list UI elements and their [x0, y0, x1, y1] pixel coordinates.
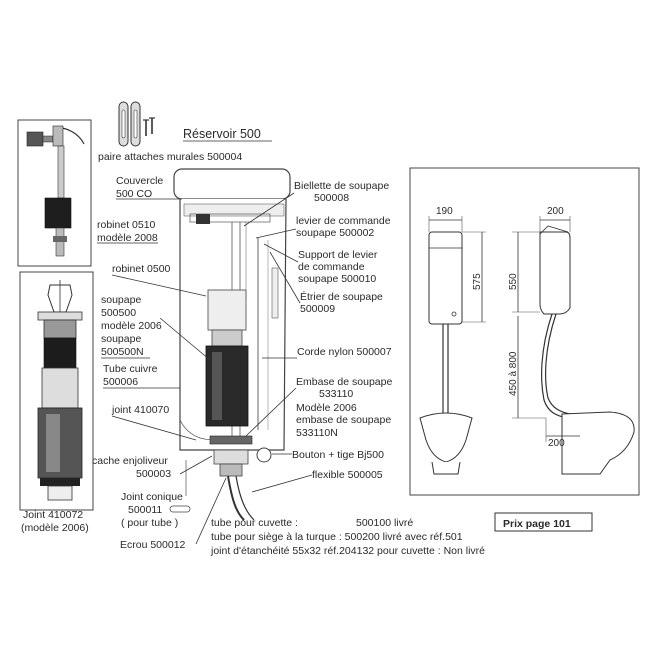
embase-label-5: 533110N	[296, 427, 338, 439]
biellette-label-2: 500008	[314, 192, 349, 204]
installation-box	[409, 167, 640, 496]
note-1-left: tube pour cuvette :	[211, 517, 298, 529]
cache-label-1: cache enjoliveur	[92, 455, 168, 467]
robinet-0510-label-2: modèle 2008	[97, 232, 158, 244]
embase-label-2: 533110	[319, 388, 353, 400]
cache-label-2: 500003	[136, 468, 171, 480]
joint-410070-label: joint 410070	[111, 404, 169, 416]
note-1-right: 500100 livré	[356, 517, 413, 529]
side-width-dim: 200	[547, 206, 564, 217]
soupape-box	[19, 271, 94, 511]
cistern-cutaway	[173, 168, 291, 521]
robinet-0510-label-1: robinet 0510	[97, 219, 156, 231]
support-label-2: de commande	[298, 261, 365, 273]
note-2: tube pour siège à la turque : 500200 liv…	[211, 531, 463, 543]
cover-label-2: 500 CO	[116, 188, 152, 200]
pipe-height-dim: 450 à 800	[508, 351, 519, 396]
wall-brackets-label: paire attaches murales 500004	[98, 151, 242, 163]
tube-cuivre-label-1: Tube cuivre	[103, 363, 158, 375]
embase-label-4: embase de soupape	[296, 414, 391, 426]
joint-410072-label-1: Joint 410072	[23, 509, 83, 521]
price-box-label: Prix page 101	[503, 518, 571, 530]
soupape-label-4: soupape	[101, 333, 141, 345]
support-label-1: Support de levier	[298, 249, 378, 261]
soupape-label-2: 500500	[101, 307, 136, 319]
side-view-illustration	[539, 225, 635, 475]
joint-410072-label-2: (modèle 2006)	[21, 522, 89, 534]
soupape-label-3: modèle 2006	[101, 320, 162, 332]
support-label-3: soupape 500010	[298, 273, 376, 285]
joint-conique-label-2: 500011	[128, 504, 162, 516]
page-title: Réservoir 500	[183, 127, 261, 141]
bowl-offset-dim: 200	[548, 438, 565, 449]
wall-brackets-illustration	[118, 101, 155, 147]
joint-conique-label-1: Joint conique	[121, 491, 183, 503]
front-view-illustration	[419, 231, 473, 475]
front-width-dim: 190	[436, 206, 453, 217]
ecrou-label: Ecrou 500012	[120, 539, 186, 551]
note-3: joint d'étanchéité 55x32 réf.204132 pour…	[210, 545, 485, 557]
robinet-0510-illustration	[26, 125, 85, 257]
joint-conique-icon	[169, 505, 191, 513]
flexible-label: flexible 500005	[312, 469, 383, 481]
biellette-label-1: Biellette de soupape	[294, 180, 389, 192]
embase-label-1: Embase de soupape	[296, 376, 392, 388]
soupape-label-1: soupape	[101, 294, 141, 306]
soupape-illustration	[37, 280, 83, 501]
robinet-0500-label: robinet 0500	[112, 263, 171, 275]
etrier-label-1: Étrier de soupape	[300, 290, 383, 303]
corde-label: Corde nylon 500007	[297, 346, 392, 358]
price-box	[494, 512, 593, 532]
soupape-label-5: 500500N	[101, 346, 144, 358]
tube-cuivre-label-2: 500006	[103, 376, 138, 388]
joint-conique-label-3: ( pour tube )	[121, 517, 178, 529]
etrier-label-2: 500009	[300, 303, 335, 315]
robinet-0510-box	[17, 119, 92, 267]
bouton-label: Bouton + tige Bj500	[292, 449, 384, 461]
front-height-dim: 575	[472, 273, 483, 290]
cover-label-1: Couvercle	[116, 175, 163, 187]
levier-label-2: soupape 500002	[296, 227, 374, 239]
embase-label-3: Modèle 2006	[296, 402, 357, 414]
side-height-dim: 550	[508, 273, 519, 290]
levier-label-1: levier de commande	[296, 215, 391, 227]
